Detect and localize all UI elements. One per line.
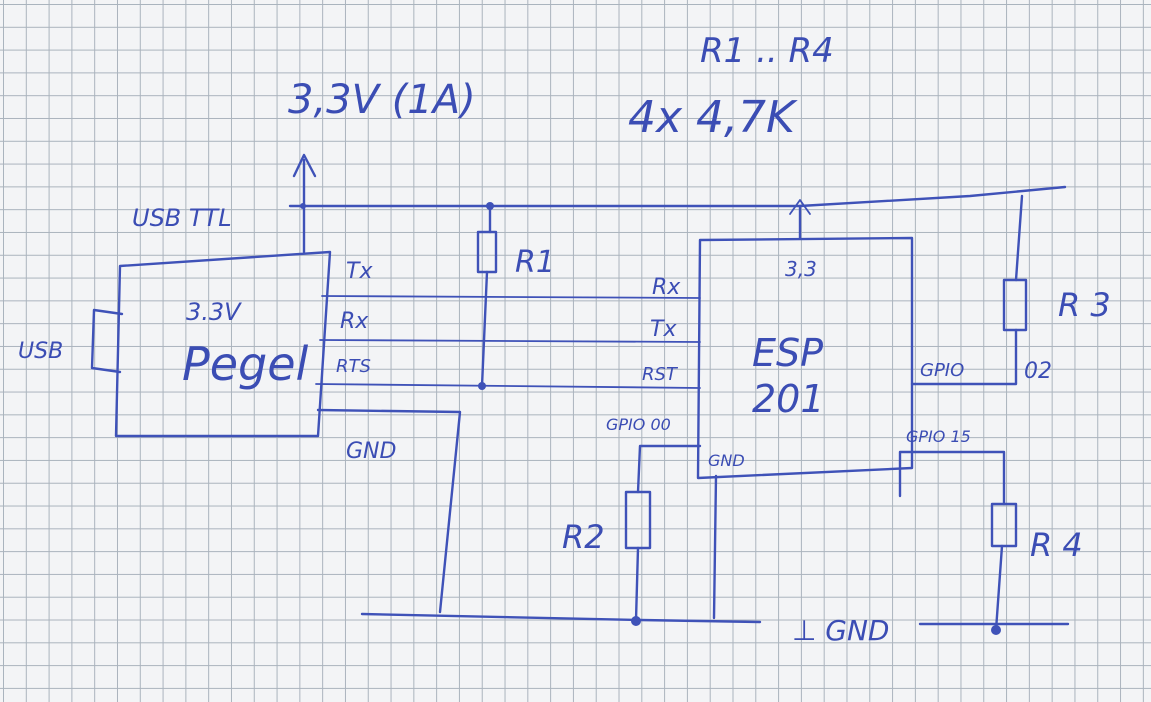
adapter-gnd-wire <box>316 408 462 614</box>
esp-vcc-label: 3,3 <box>785 257 817 281</box>
gpio2-wire <box>910 328 1018 386</box>
esp-name-line2: 201 <box>752 377 825 421</box>
usb-ttl-adapter-box <box>114 250 332 438</box>
ground-label: ⊥ GND <box>792 614 890 647</box>
adapter-voltage-label: 3.3V <box>186 298 242 326</box>
r4-lead-bottom <box>994 544 1004 632</box>
r3-lead-top <box>1014 194 1024 282</box>
esp-rx-label: Rx <box>652 275 681 300</box>
r4-label: R 4 <box>1030 526 1083 564</box>
r2-resistor <box>624 490 652 550</box>
esp-vcc-arrow-icon <box>789 199 811 215</box>
adapter-tx-label: Tx <box>346 259 373 284</box>
esp-name-line1: ESP <box>752 331 823 375</box>
gpio15-wire <box>898 450 1006 506</box>
esp-gpio0-label: GPIO 00 <box>606 415 671 434</box>
rts-rst-wire <box>315 383 701 389</box>
ground-bus-left <box>360 612 762 624</box>
r1-resistor <box>476 230 498 274</box>
junction-dot <box>631 616 641 626</box>
tx-rx-wire <box>321 295 701 299</box>
esp-tx-label: Tx <box>650 317 677 342</box>
rx-tx-wire <box>319 339 701 343</box>
adapter-rts-label: RTS <box>336 356 371 377</box>
esp-gnd-label: GND <box>708 451 745 470</box>
usb-connector-icon <box>90 308 124 374</box>
r2-label: R2 <box>562 518 605 556</box>
adapter-name-label: Pegel <box>182 337 309 391</box>
junction-dot <box>300 203 306 209</box>
esp-module-box <box>696 236 914 480</box>
gpio0-wire <box>636 444 702 494</box>
adapter-rx-label: Rx <box>340 309 369 334</box>
esp-gpio15-label: GPIO 15 <box>906 427 971 446</box>
supply-note: 3,3V (1A) <box>288 77 476 123</box>
r4-resistor <box>990 502 1018 548</box>
usb-ttl-label: USB TTL <box>132 204 232 232</box>
junction-dot <box>991 625 1001 635</box>
r2-lead-bottom <box>634 546 640 622</box>
r1-lead-bottom <box>480 270 489 388</box>
esp-gnd-wire <box>712 474 718 620</box>
esp-gpio2-label: GPIO <box>920 360 964 381</box>
adapter-gnd-label: GND <box>346 439 396 464</box>
esp-rst-label: RST <box>642 364 679 385</box>
esp-gpio2-number: 02 <box>1024 359 1052 384</box>
resistor-range-note: R1 .. R4 <box>700 31 834 71</box>
usb-label: USB <box>18 339 63 364</box>
supply-rail <box>288 185 1067 208</box>
r3-resistor <box>1002 278 1028 332</box>
r3-label: R 3 <box>1058 286 1111 324</box>
r1-label: R1 <box>515 245 555 280</box>
resistor-value-note: 4x 4,7K <box>628 92 798 143</box>
